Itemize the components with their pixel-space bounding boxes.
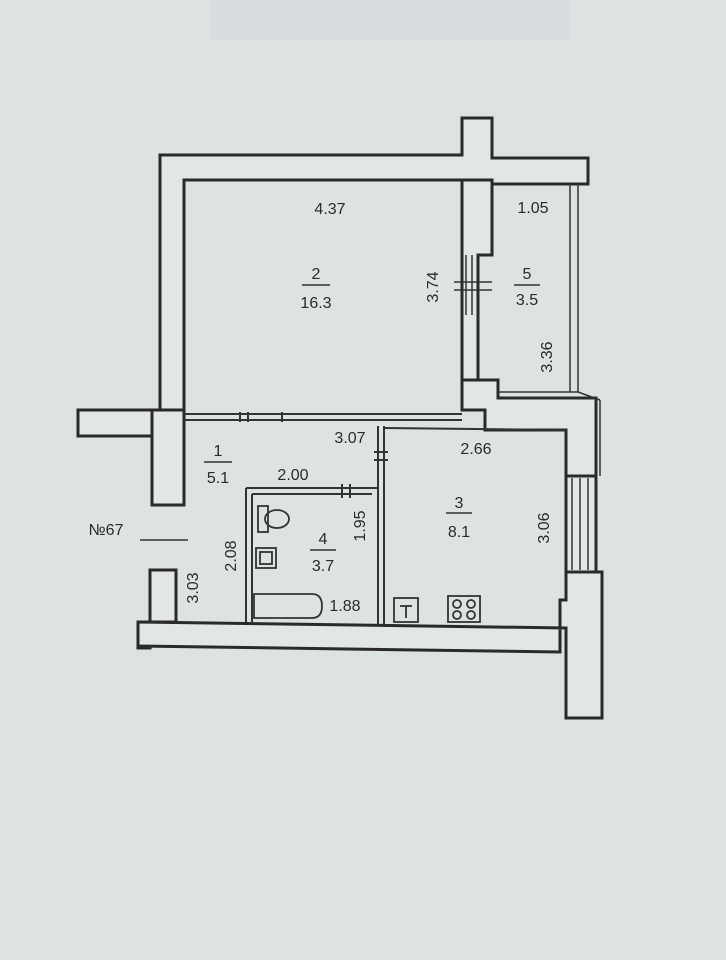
wall-left-upper [150, 408, 186, 507]
dim-bath-width: 2.00 [277, 467, 308, 484]
dim-bathtub-length: 1.88 [329, 598, 360, 615]
sink-icon [255, 547, 277, 569]
interior-partitions [184, 412, 567, 624]
room1-number: 1 [214, 443, 223, 460]
room4-area: 3.7 [312, 558, 334, 575]
dim-balcony-length: 3.36 [539, 341, 556, 372]
dim-hall-height: 3.03 [185, 572, 202, 603]
dim-hall-kitchen-width: 3.07 [334, 430, 365, 447]
room-fraction-bars [204, 284, 540, 551]
room3-area: 8.1 [448, 524, 470, 541]
dim-bath-height: 1.95 [352, 510, 369, 541]
dim-balcony-width: 1.05 [517, 200, 548, 217]
room3-number: 3 [455, 495, 464, 512]
balcony-frame [498, 184, 601, 476]
wall-kitchen-right [564, 474, 598, 574]
bathtub-icon [253, 593, 323, 619]
room5-number: 5 [523, 266, 532, 283]
dim-room2-height: 3.74 [425, 271, 442, 302]
room1-area: 5.1 [207, 470, 229, 487]
windows [140, 255, 589, 570]
room5-area: 3.5 [516, 292, 538, 309]
room2-number: 2 [312, 266, 321, 283]
room4-number: 4 [319, 531, 328, 548]
walls [76, 116, 604, 720]
dim-kitchen-height: 3.06 [536, 512, 553, 543]
toilet-icon [257, 505, 290, 533]
dim-room2-width: 4.37 [314, 201, 345, 218]
fridge-icon [393, 597, 419, 623]
stove-icon [447, 595, 481, 623]
wall-bottom [136, 570, 604, 720]
dim-bath-inner-height: 2.08 [223, 540, 240, 571]
dim-kitchen-width: 2.66 [460, 441, 491, 458]
wall-left-stub [76, 408, 154, 438]
faded-header-area [210, 0, 570, 40]
apartment-number: №67 [89, 522, 124, 539]
room2-area: 16.3 [300, 295, 331, 312]
